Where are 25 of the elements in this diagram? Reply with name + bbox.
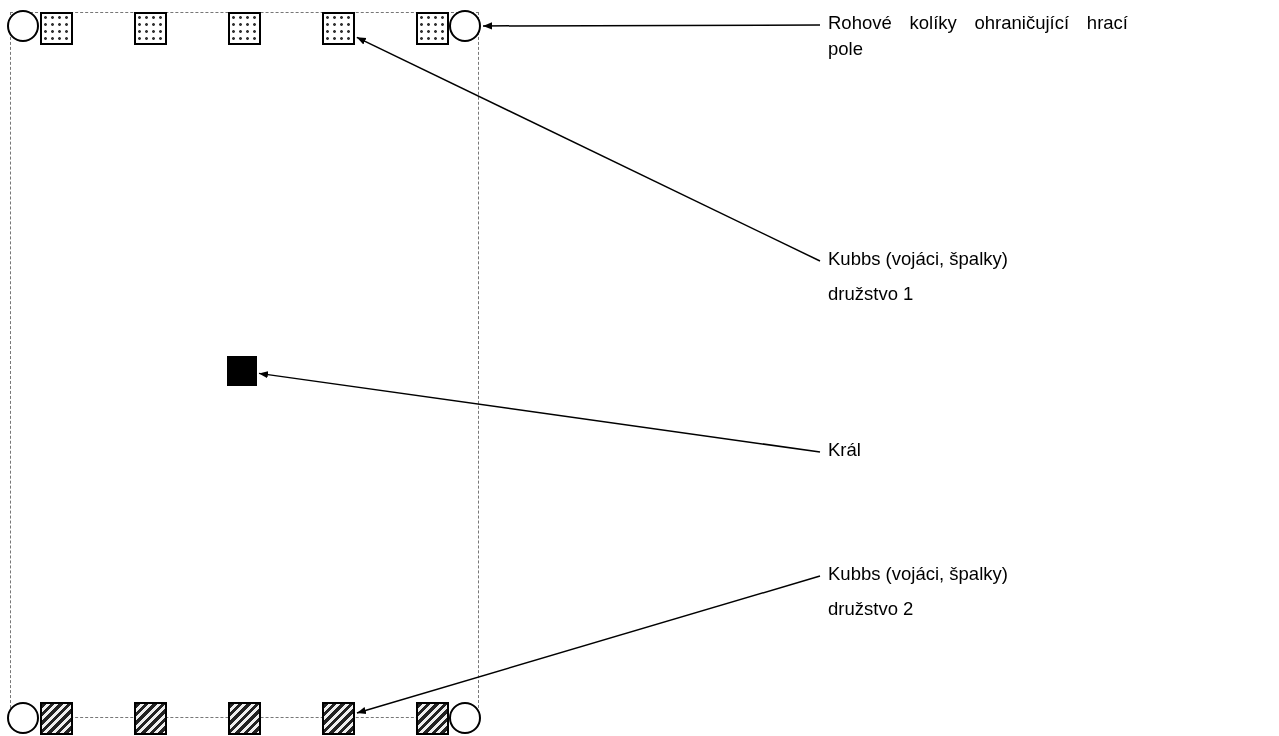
kubb-block — [322, 702, 355, 735]
corner-peg — [7, 10, 39, 42]
description-text: Král — [828, 438, 862, 462]
description-text: Kubbs (vojáci, špalky) — [828, 562, 1009, 586]
team-label: družstvo 2 — [828, 597, 915, 621]
kubb-block — [322, 12, 355, 45]
description-text: Rohové kolíky ohraničující hrací pole — [828, 11, 1128, 61]
team-label: družstvo 1 — [828, 282, 915, 306]
corner-peg — [7, 702, 39, 734]
kubb-block — [228, 702, 261, 735]
corner-peg — [449, 702, 481, 734]
kubb-block — [40, 12, 73, 45]
corner-peg — [449, 10, 481, 42]
leader-line — [482, 22, 821, 30]
description-text: Kubbs (vojáci, špalky) — [828, 247, 1009, 271]
kubb-block — [134, 12, 167, 45]
king-block — [227, 356, 257, 386]
leader-line — [356, 36, 821, 262]
kubb-block — [228, 12, 261, 45]
leader-line — [356, 575, 821, 714]
kubb-block — [40, 702, 73, 735]
leader-line — [258, 371, 821, 453]
kubb-block — [134, 702, 167, 735]
kubb-block — [416, 702, 449, 735]
kubb-block — [416, 12, 449, 45]
